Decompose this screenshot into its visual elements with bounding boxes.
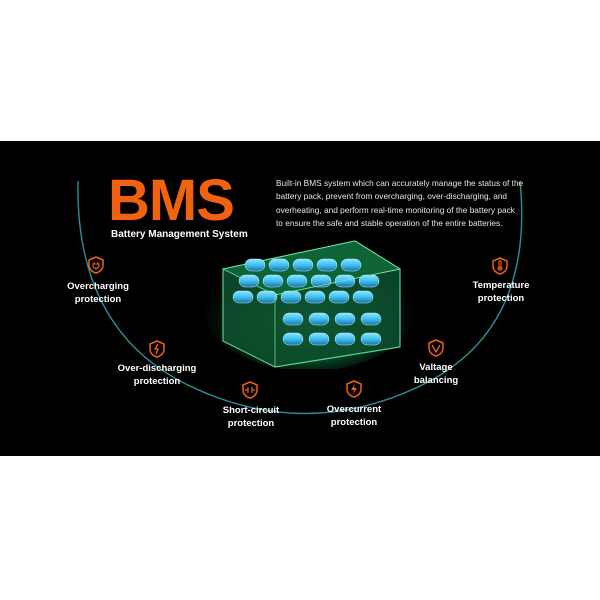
feature-line2: protection [133,375,181,387]
bms-subtitle: Battery Management System [111,229,248,240]
battery-cell [308,312,330,326]
battery-cell [304,290,326,304]
feature-line2: protection [330,416,378,428]
feature-line1: Overcurrent [326,404,382,415]
feature-line2: protection [74,293,122,305]
voltage-icon [426,338,446,358]
battery-cell [360,312,382,326]
feature-temperature: Temperature protection [446,280,556,305]
battery-cell [268,258,290,272]
feature-voltage-balancing: Valtage balancing [381,362,491,387]
feature-arc [77,180,523,415]
battery-cell [292,258,314,272]
feature-line2: protection [477,292,525,304]
battery-cell [334,332,356,346]
bms-description: Built-in BMS system which can accurately… [276,178,524,229]
feature-line1: Over-discharging [117,363,197,374]
feature-overcharging: Overcharging protection [43,281,153,306]
feature-over-discharging: Over-discharging protection [102,363,212,388]
feature-line1: Valtage [419,362,453,373]
bms-title: BMS [108,168,235,233]
bms-banner: BMS Battery Management System Built-in B… [0,141,600,456]
thermometer-icon [490,256,510,276]
battery-pack-image [205,240,415,369]
feature-line2: balancing [413,374,459,386]
feature-line1: Overcharging [67,281,129,292]
battery-cell [316,258,338,272]
battery-cell [308,332,330,346]
lightning-icon [344,379,364,399]
feature-overcurrent: Overcurrent protection [299,404,409,429]
battery-cell [286,274,308,288]
circuit-icon [240,380,260,400]
battery-cell [282,312,304,326]
battery-cell [232,290,254,304]
feature-line2: protection [227,417,275,429]
feature-short-circuit: Short-circuit protection [196,405,306,430]
battery-cell [334,312,356,326]
battery-cell [256,290,278,304]
battery-cell [352,290,374,304]
battery-cell [334,274,356,288]
battery-cell [340,258,362,272]
battery-cell [328,290,350,304]
battery-cell [280,290,302,304]
battery-cell [262,274,284,288]
shield-bolt-icon [147,339,167,359]
feature-line1: Temperature [472,280,530,291]
battery-cell [238,274,260,288]
battery-cell [360,332,382,346]
battery-cell [358,274,380,288]
shield-plug-icon [86,255,106,275]
battery-cell [282,332,304,346]
feature-line1: Short-circuit [222,405,280,416]
battery-cell [244,258,266,272]
